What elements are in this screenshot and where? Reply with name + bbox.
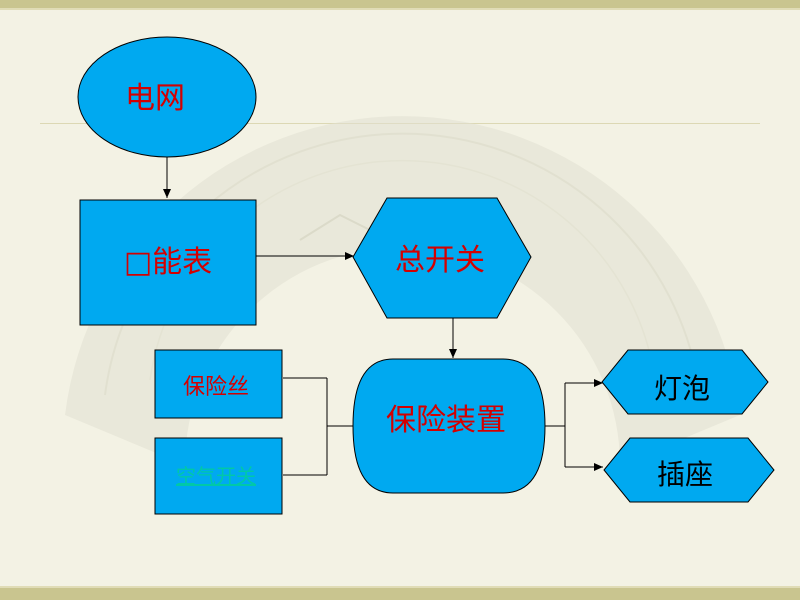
bottom-band [0,588,800,600]
node-protection: 保险装置 [352,358,546,494]
node-lamp: 灯泡 [601,349,769,415]
top-band-line [0,8,800,10]
bracket-fuse-airswitch [283,377,358,476]
node-air-switch: 空气开关 [154,437,283,515]
node-socket-label: 插座 [657,458,713,491]
meter-box-glyph: □ [124,245,152,280]
node-main-switch: 总开关 [352,197,532,319]
node-fuse-label: 保险丝 [183,375,249,400]
node-grid: 电网 [77,36,257,158]
top-band [0,0,800,8]
node-lamp-label: 灯泡 [654,372,710,405]
node-meter: □能表 [79,199,257,326]
node-meter-label: □能表 [124,245,212,280]
node-protection-label: 保险装置 [386,403,506,438]
node-grid-label: 电网 [125,81,185,116]
node-main-switch-label: 总开关 [395,243,485,278]
node-air-switch-label: 空气开关 [176,464,256,488]
node-fuse: 保险丝 [154,349,283,419]
meter-text: 能表 [152,245,212,280]
bottom-band-line [0,586,800,588]
node-socket: 插座 [603,437,775,503]
